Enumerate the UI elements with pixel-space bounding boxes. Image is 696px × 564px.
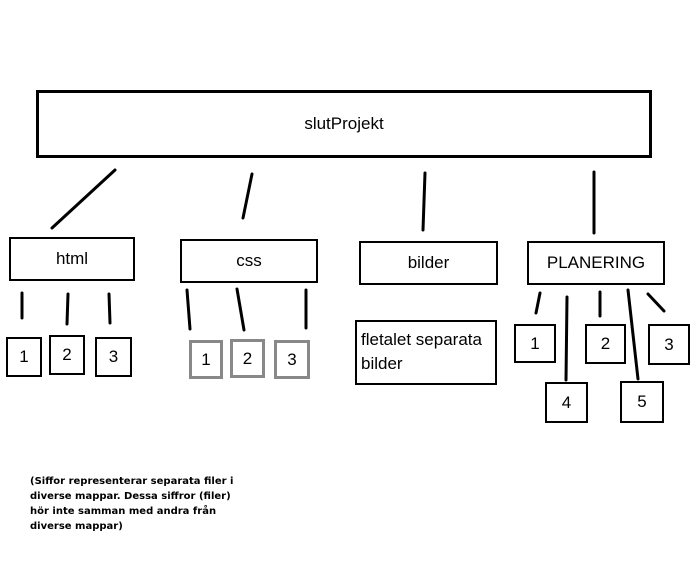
connector-planering-4 [564, 295, 569, 382]
connector-css-2 [235, 287, 246, 332]
file-node-css-3: 3 [274, 340, 310, 379]
file-label: 5 [637, 392, 647, 411]
connector-root-bilder [421, 171, 427, 232]
footnote: (Siffor representerar separata filer i d… [30, 476, 234, 532]
folder-label-css: css [236, 251, 262, 270]
connector-planering-3 [646, 292, 666, 313]
file-label: 2 [62, 345, 72, 364]
file-node-planering-1: 1 [514, 324, 556, 363]
connector-css-1 [185, 288, 192, 331]
file-label: 4 [561, 392, 572, 412]
file-label: 1 [201, 349, 211, 369]
file-node-planering-4: 4 [545, 382, 588, 423]
file-node-planering-3: 3 [648, 324, 690, 365]
root-node: slutProjekt [36, 90, 652, 158]
file-label: 3 [664, 334, 674, 354]
folder-node-html: html [9, 237, 135, 281]
file-label: 1 [19, 347, 29, 366]
file-node-css-1: 1 [189, 340, 223, 379]
file-label: 2 [242, 348, 253, 368]
file-label: 1 [530, 333, 540, 353]
file-node-html-2: 2 [49, 335, 85, 375]
file-node-css-2: 2 [230, 339, 265, 378]
folder-node-bilder: bilder [359, 241, 498, 285]
bilder-content-node: fletalet separata bilder [355, 320, 497, 385]
folder-node-css: css [180, 239, 318, 283]
file-node-html-3: 3 [95, 337, 132, 377]
root-label: slutProjekt [304, 114, 384, 133]
connector-root-css [241, 172, 254, 220]
file-label: 2 [600, 334, 611, 353]
file-label: 3 [108, 347, 119, 366]
connector-planering-1 [534, 291, 542, 315]
folder-label-planering: PLANERING [546, 253, 646, 272]
connector-root-html [50, 168, 117, 230]
connector-html-3 [107, 292, 112, 325]
file-node-planering-5: 5 [620, 381, 664, 423]
folder-label-bilder: bilder [407, 253, 450, 272]
connector-html-2 [65, 292, 70, 326]
file-node-html-1: 1 [6, 337, 42, 377]
file-label: 3 [287, 349, 297, 369]
file-node-planering-2: 2 [585, 324, 626, 364]
folder-label-html: html [55, 249, 89, 268]
bilder-content-label: fletalet separata bilder [361, 330, 482, 373]
connector-planering-5 [626, 288, 640, 381]
folder-node-planering: PLANERING [527, 241, 665, 285]
